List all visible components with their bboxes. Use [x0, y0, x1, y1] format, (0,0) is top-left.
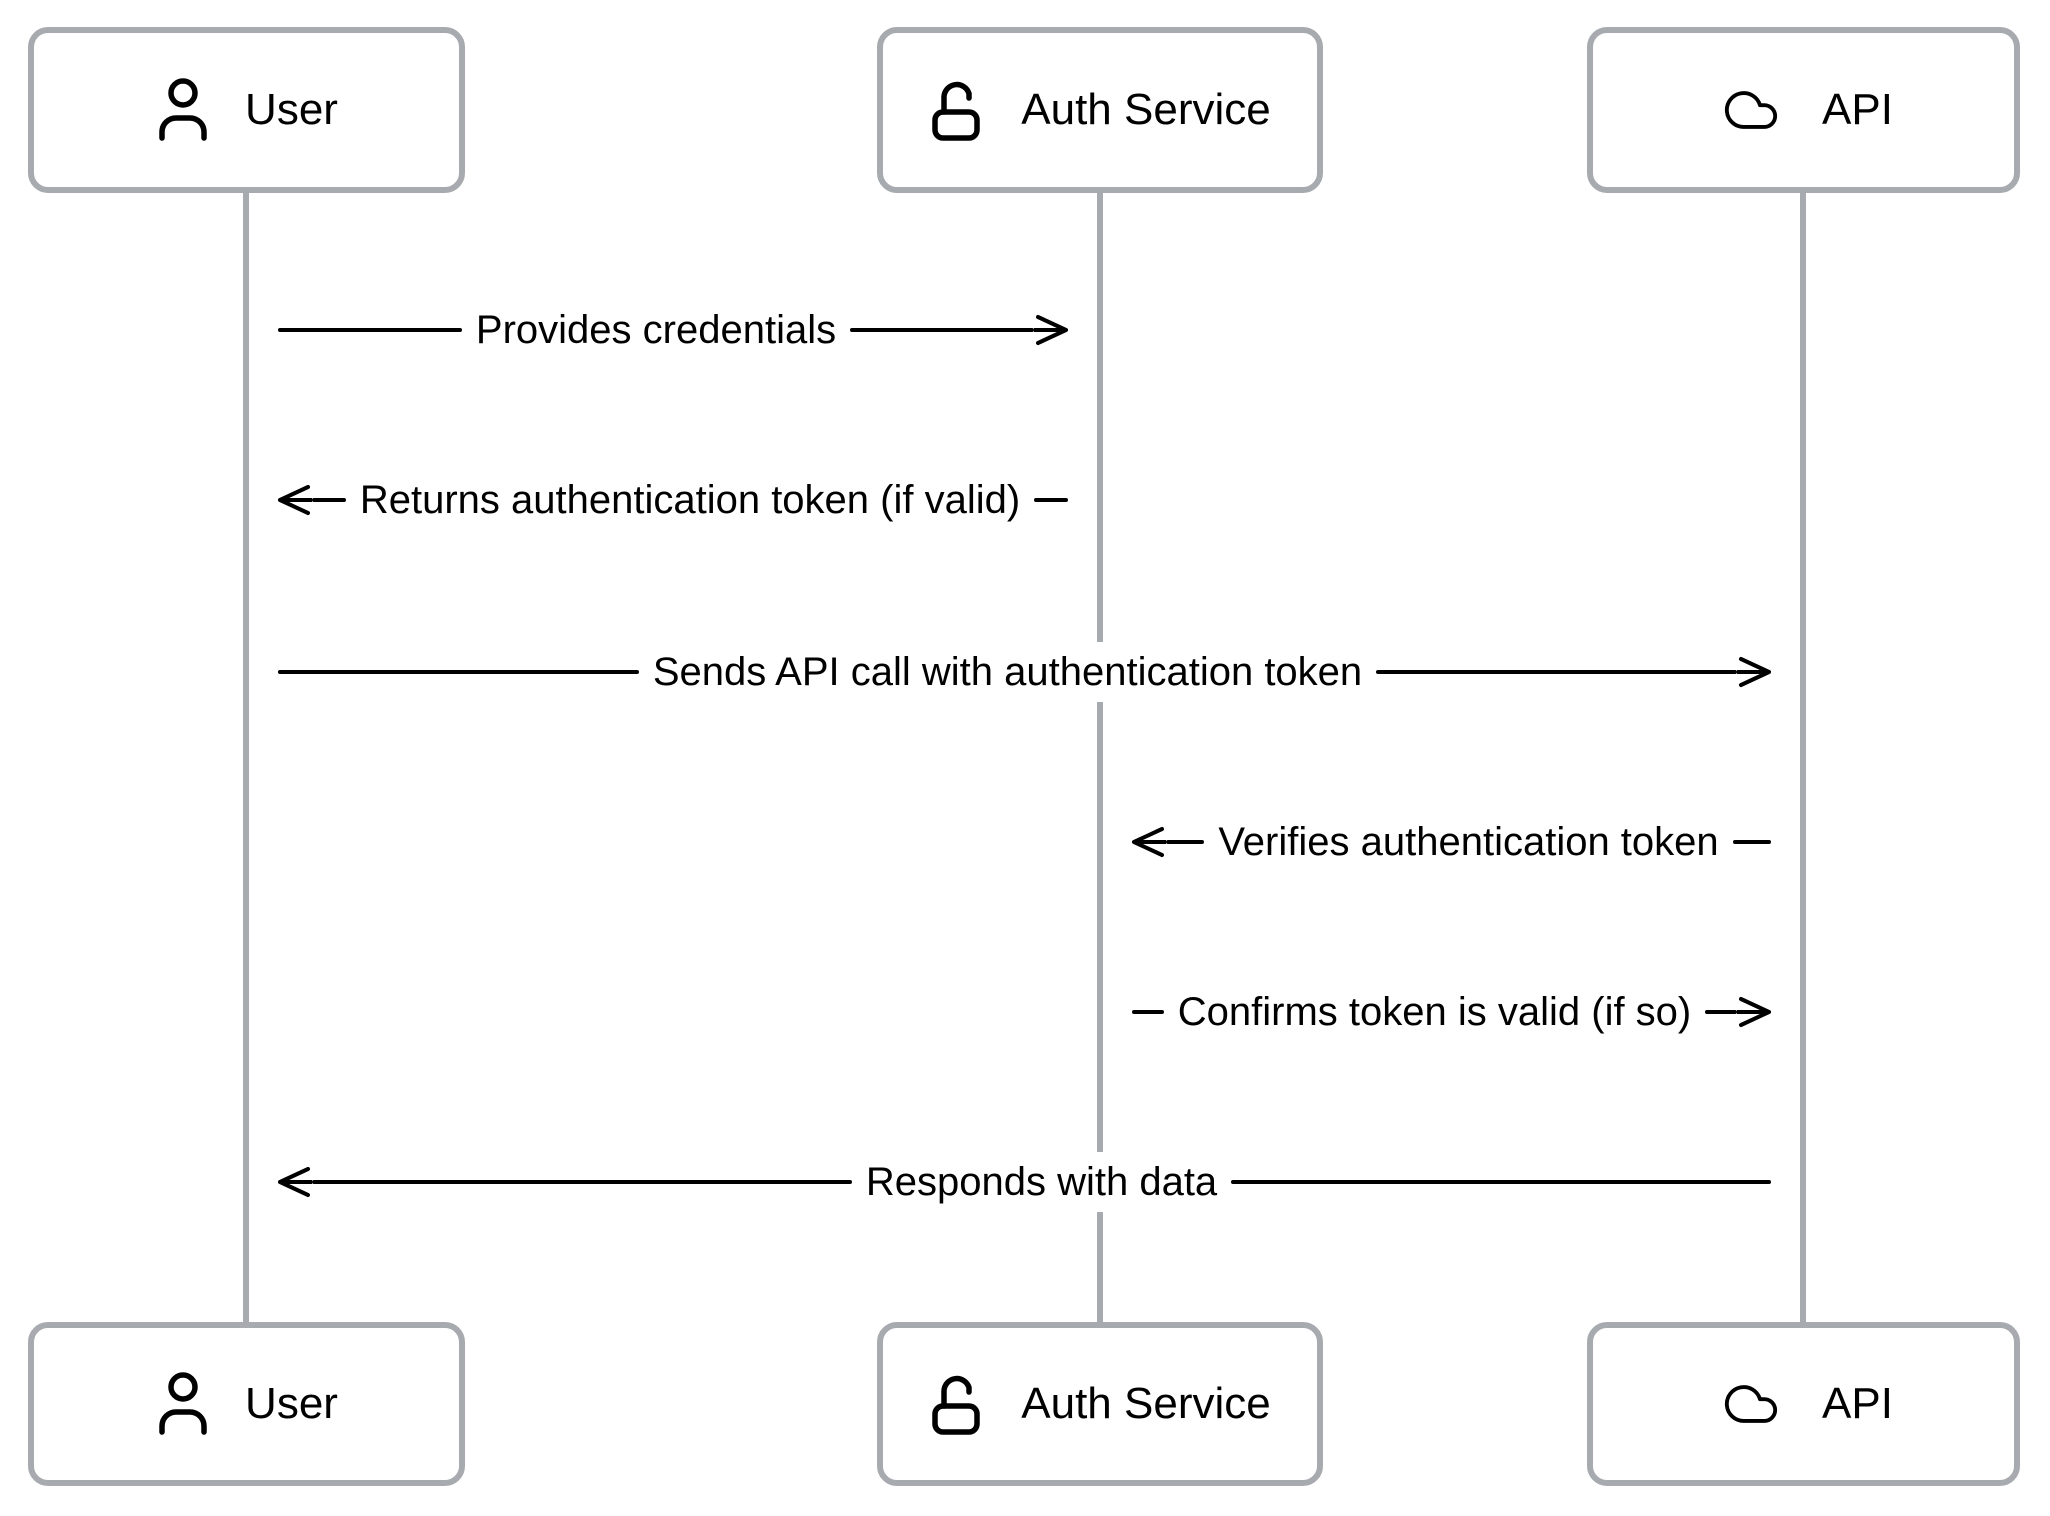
- actor-box-user-bottom: User: [28, 1322, 465, 1486]
- cloud-icon: [1724, 1385, 1778, 1423]
- lifeline-api: [1800, 190, 1806, 1324]
- message-line: [1166, 840, 1205, 844]
- message-verifies-authentication-token: Verifies authentication token: [1132, 810, 1771, 874]
- arrowhead-right-icon: [1737, 997, 1772, 1027]
- message-line: [278, 328, 462, 332]
- actor-label: User: [245, 1379, 338, 1428]
- message-label: Returns authentication token (if valid): [345, 470, 1035, 530]
- person-icon: [159, 1372, 207, 1435]
- actor-label: API: [1822, 85, 1893, 134]
- message-label: Verifies authentication token: [1204, 812, 1733, 872]
- lifeline-user: [243, 190, 249, 1324]
- message-line: [1732, 840, 1771, 844]
- arrowhead-right-icon: [1737, 657, 1771, 687]
- arrowhead-left-icon: [278, 485, 312, 515]
- person-icon: [159, 78, 207, 141]
- actor-label: Auth Service: [1021, 1379, 1271, 1428]
- message-label: Confirms token is valid (if so): [1163, 982, 1706, 1042]
- actor-box-api-top: API: [1587, 27, 2020, 193]
- message-line: [312, 1180, 852, 1184]
- message-line: [1231, 1180, 1772, 1184]
- unlock-icon: [932, 81, 981, 141]
- message-label: Provides credentials: [461, 300, 851, 360]
- actor-box-auth-service-top: Auth Service: [877, 27, 1323, 193]
- message-line: [1034, 498, 1069, 502]
- message-provides-credentials: Provides credentials: [278, 298, 1068, 362]
- arrowhead-right-icon: [1034, 315, 1068, 345]
- arrowhead-left-icon: [278, 1167, 312, 1197]
- arrowhead-left-icon: [1132, 827, 1166, 857]
- actor-box-auth-service-bottom: Auth Service: [877, 1322, 1323, 1486]
- message-line: [312, 498, 346, 502]
- message-sends-api-call: Sends API call with authentication token: [278, 640, 1771, 704]
- message-line: [1132, 1010, 1164, 1014]
- actor-label: API: [1822, 1379, 1893, 1428]
- message-line: [850, 328, 1034, 332]
- actor-label: Auth Service: [1021, 85, 1271, 134]
- message-responds-with-data: Responds with data: [278, 1150, 1772, 1214]
- message-label: Sends API call with authentication token: [638, 642, 1377, 702]
- message-line: [1705, 1010, 1738, 1014]
- message-label: Responds with data: [851, 1152, 1232, 1212]
- actor-box-api-bottom: API: [1587, 1322, 2020, 1486]
- message-returns-authentication-token: Returns authentication token (if valid): [278, 468, 1069, 532]
- actor-box-user-top: User: [28, 27, 465, 193]
- lifeline-auth-service: [1097, 190, 1103, 1324]
- actor-label: User: [245, 85, 338, 134]
- message-line: [278, 670, 639, 674]
- unlock-icon: [932, 1375, 981, 1435]
- cloud-icon: [1724, 91, 1778, 129]
- message-confirms-token-valid: Confirms token is valid (if so): [1132, 980, 1772, 1044]
- message-line: [1376, 670, 1737, 674]
